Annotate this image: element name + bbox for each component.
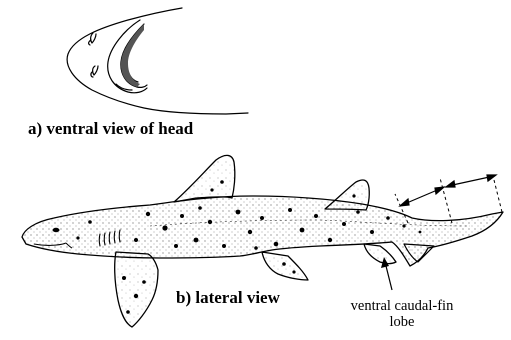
measurement-arrows [400,175,496,206]
pelvic-fin [262,252,308,280]
second-dorsal-fin [325,180,369,210]
callout-line-2: lobe [322,314,482,330]
caption-lateral-view: b) lateral view [176,288,280,308]
first-dorsal-fin [174,155,235,202]
callout-line-1: ventral caudal-fin [322,298,482,314]
eye [53,228,60,232]
callout-ventral-caudal-fin-lobe: ventral caudal-fin lobe [322,298,482,330]
anal-fin [364,244,396,264]
pectoral-fin [115,252,158,327]
caption-ventral-view: a) ventral view of head [28,119,193,139]
